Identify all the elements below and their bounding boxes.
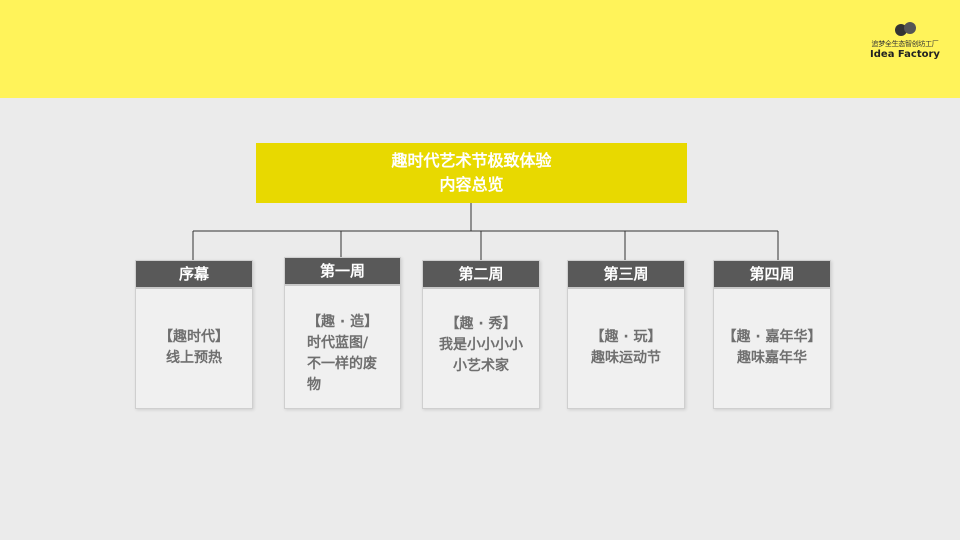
overview-header-box: 趣时代艺术节极致体验 内容总览 bbox=[256, 143, 687, 203]
card-line: 线上预热 bbox=[166, 350, 222, 366]
card-body: 【趣 · 秀】 我是小小小小 小艺术家 bbox=[423, 314, 539, 377]
card-title: 第三周 bbox=[568, 261, 684, 289]
speech-bubbles-icon bbox=[893, 22, 917, 40]
card-week-1: 第一周 【趣 · 造】 时代蓝图/ 不一样的废 物 bbox=[284, 257, 401, 409]
top-banner bbox=[0, 0, 960, 98]
card-line: 物 bbox=[307, 377, 321, 393]
card-line: 【趣 · 造】 bbox=[307, 314, 379, 330]
card-body: 【趣 · 嘉年华】 趣味嘉年华 bbox=[714, 327, 830, 369]
card-line: 趣味运动节 bbox=[591, 350, 661, 366]
card-title: 序幕 bbox=[136, 261, 252, 289]
card-title: 第二周 bbox=[423, 261, 539, 289]
card-body: 【趣 · 玩】 趣味运动节 bbox=[568, 327, 684, 369]
card-body: 【趣 · 造】 时代蓝图/ 不一样的废 物 bbox=[285, 312, 400, 396]
idea-factory-logo: 追梦全生态智创坊工厂 Idea Factory bbox=[868, 22, 942, 70]
card-week-3: 第三周 【趣 · 玩】 趣味运动节 bbox=[567, 260, 685, 409]
card-line: 【趣时代】 bbox=[159, 329, 229, 345]
card-body: 【趣时代】 线上预热 bbox=[136, 327, 252, 369]
card-week-2: 第二周 【趣 · 秀】 我是小小小小 小艺术家 bbox=[422, 260, 540, 409]
card-title: 第一周 bbox=[285, 258, 400, 286]
card-line: 我是小小小小 bbox=[439, 337, 523, 353]
header-title: 趣时代艺术节极致体验 bbox=[391, 151, 552, 170]
header-subtitle: 内容总览 bbox=[439, 175, 504, 194]
logo-english-text: Idea Factory bbox=[870, 49, 940, 60]
card-line: 不一样的废 bbox=[307, 356, 377, 372]
card-line: 趣味嘉年华 bbox=[737, 350, 807, 366]
card-line: 【趣 · 秀】 bbox=[445, 316, 517, 332]
card-prelude: 序幕 【趣时代】 线上预热 bbox=[135, 260, 253, 409]
logo-chinese-text: 追梦全生态智创坊工厂 bbox=[871, 40, 939, 48]
card-line: 时代蓝图/ bbox=[307, 335, 369, 351]
card-line: 小艺术家 bbox=[453, 358, 509, 374]
card-title: 第四周 bbox=[714, 261, 830, 289]
card-line: 【趣 · 玩】 bbox=[590, 329, 662, 345]
card-week-4: 第四周 【趣 · 嘉年华】 趣味嘉年华 bbox=[713, 260, 831, 409]
card-line: 【趣 · 嘉年华】 bbox=[722, 329, 822, 345]
